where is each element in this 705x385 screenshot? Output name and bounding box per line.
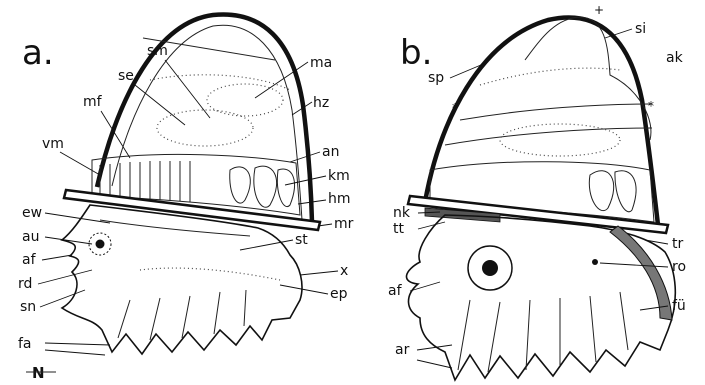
label-mr: mr xyxy=(334,216,354,232)
label-au: au xyxy=(22,229,39,245)
septum-line-b2 xyxy=(445,128,652,145)
shell-rim-a xyxy=(64,190,320,230)
gill-b2 xyxy=(615,171,636,212)
label-fu: fü xyxy=(672,298,686,314)
label-km: km xyxy=(328,168,350,184)
hood-stripe-b xyxy=(610,226,672,320)
label-mf: mf xyxy=(83,94,103,110)
panel-b-labels: si ak sp nk tt tr ro af fü ar xyxy=(388,21,686,358)
label-ew: ew xyxy=(22,205,42,221)
organ-oval-a xyxy=(157,110,253,146)
label-si: si xyxy=(635,21,646,37)
label-fa: fa xyxy=(18,336,32,352)
label-an: an xyxy=(322,144,339,160)
label-tt: tt xyxy=(393,221,404,237)
gill-b1 xyxy=(589,171,613,211)
organ-oval-c xyxy=(500,124,620,156)
eye-pupil-b xyxy=(482,260,498,276)
chamber-line-b xyxy=(480,68,620,85)
label-st: st xyxy=(295,232,308,248)
label-vm: vm xyxy=(42,136,64,152)
label-sm: sm xyxy=(147,43,168,59)
label-sn: sn xyxy=(20,299,36,315)
label-rd: rd xyxy=(18,276,32,292)
gill-a1 xyxy=(230,167,251,203)
marker-star-1: + xyxy=(594,3,604,17)
body-outline-b xyxy=(406,215,675,380)
body-outline-a xyxy=(62,205,302,354)
funnel-line-a xyxy=(140,268,280,280)
septum-line-b xyxy=(460,104,650,120)
arms-lines-b xyxy=(458,292,628,372)
artist-signature: N xyxy=(32,364,45,382)
shell-outline-a xyxy=(97,14,312,222)
panel-b: b. + * * xyxy=(400,3,675,380)
label-hz: hz xyxy=(313,95,329,111)
eye-pupil-a xyxy=(96,240,105,249)
panel-b-leaders xyxy=(410,29,668,368)
panel-a: a. xyxy=(22,14,320,354)
label-af: af xyxy=(22,252,37,268)
gill-a2 xyxy=(254,166,277,207)
marker-star-3: * xyxy=(648,99,654,113)
panel-b-letter: b. xyxy=(400,33,432,73)
label-hm: hm xyxy=(328,191,351,207)
label-x: x xyxy=(340,263,348,279)
label-ar: ar xyxy=(395,342,410,358)
label-se: se xyxy=(118,68,134,84)
marker-star-2: * xyxy=(452,101,458,115)
rhinophore-dot-b xyxy=(592,259,598,265)
label-ak: ak xyxy=(666,50,684,66)
label-ma: ma xyxy=(310,55,332,71)
label-sp: sp xyxy=(428,70,444,86)
label-af-b: af xyxy=(388,283,403,299)
label-ep: ep xyxy=(330,286,348,302)
label-tr: tr xyxy=(672,236,683,252)
label-ro: ro xyxy=(672,259,686,275)
panel-a-letter: a. xyxy=(22,33,54,73)
shell-outline-b xyxy=(425,18,658,225)
label-nk: nk xyxy=(393,205,411,221)
gill-a3 xyxy=(277,169,294,207)
siphuncle-b xyxy=(525,17,651,140)
arms-lines-a xyxy=(118,290,246,340)
